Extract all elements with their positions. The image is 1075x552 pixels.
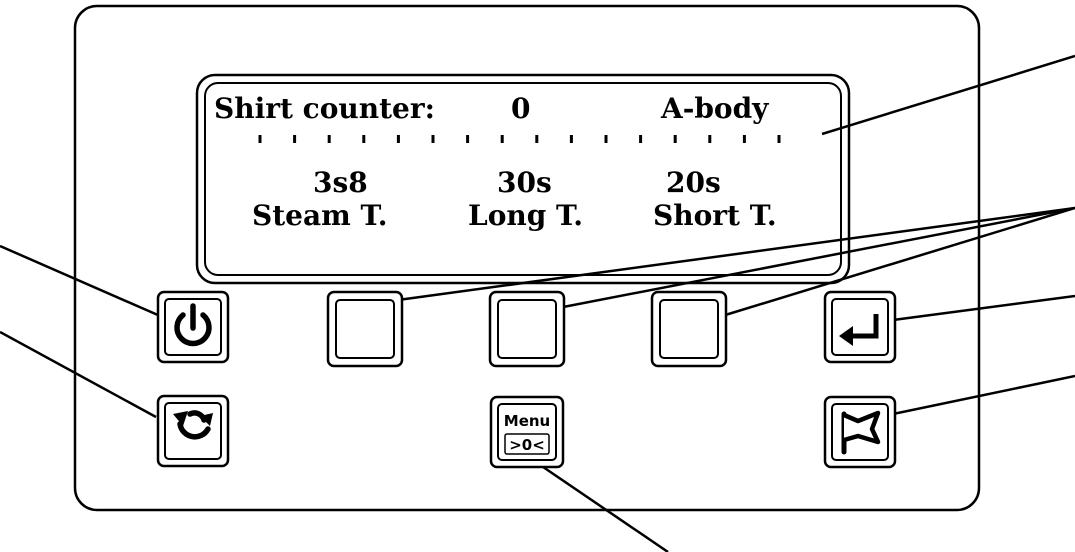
segment-dots (258, 135, 781, 143)
segment-dot (777, 135, 781, 143)
callout-line-display (821, 54, 1075, 136)
callout-line-softkey-1 (397, 206, 1075, 302)
segment-dot (742, 135, 746, 143)
short-time-value: 20s (666, 166, 721, 199)
segment-dot (708, 135, 712, 143)
flag-button[interactable] (823, 395, 897, 469)
menu-button[interactable]: Menu >0< (489, 395, 565, 469)
steam-time-label: Steam T. (252, 199, 387, 232)
segment-dot (431, 135, 435, 143)
soft-key-2[interactable] (488, 290, 566, 368)
segment-dot (258, 135, 262, 143)
steam-time-value: 3s8 (313, 166, 368, 199)
segment-dot (535, 135, 539, 143)
segment-dot (293, 135, 297, 143)
menu-zero-icon: Menu >0< (504, 412, 550, 455)
lcd-display: Shirt counter: 0 A-body 3s8 30s 20s Stea… (195, 73, 851, 285)
long-time-value: 30s (497, 166, 552, 199)
callout-line-softkey-2 (557, 206, 1075, 310)
callout-line-menu (523, 452, 669, 552)
segment-dot (639, 135, 643, 143)
soft-key-1[interactable] (326, 290, 404, 368)
segment-dot (396, 135, 400, 143)
menu-zero-label: >0< (509, 436, 545, 454)
callout-line-enter (892, 294, 1075, 322)
short-time-label: Short T. (653, 199, 777, 232)
soft-key-3[interactable] (650, 290, 728, 368)
segment-dot (327, 135, 331, 143)
counter-value: 0 (511, 92, 530, 125)
power-icon (174, 303, 212, 347)
enter-button[interactable] (823, 290, 897, 364)
long-time-label: Long T. (468, 199, 583, 232)
segment-dot (500, 135, 504, 143)
callout-line-softkey-3 (721, 206, 1075, 318)
menu-key-label: Menu (504, 412, 550, 430)
counter-label: Shirt counter: (214, 92, 435, 125)
callout-lines (0, 54, 1075, 552)
body-type: A-body (660, 92, 769, 125)
segment-dot (673, 135, 677, 143)
cycle-button[interactable] (156, 394, 230, 468)
callout-line-power (0, 244, 168, 321)
enter-arrow-icon (839, 314, 879, 346)
callout-line-cycle (0, 330, 157, 419)
power-button[interactable] (156, 290, 230, 364)
segment-dot (362, 135, 366, 143)
callout-line-flag (892, 374, 1075, 416)
segment-dot (604, 135, 608, 143)
refresh-icon (173, 410, 213, 440)
segment-dot (466, 135, 470, 143)
flag-icon (841, 410, 881, 455)
segment-dot (569, 135, 573, 143)
